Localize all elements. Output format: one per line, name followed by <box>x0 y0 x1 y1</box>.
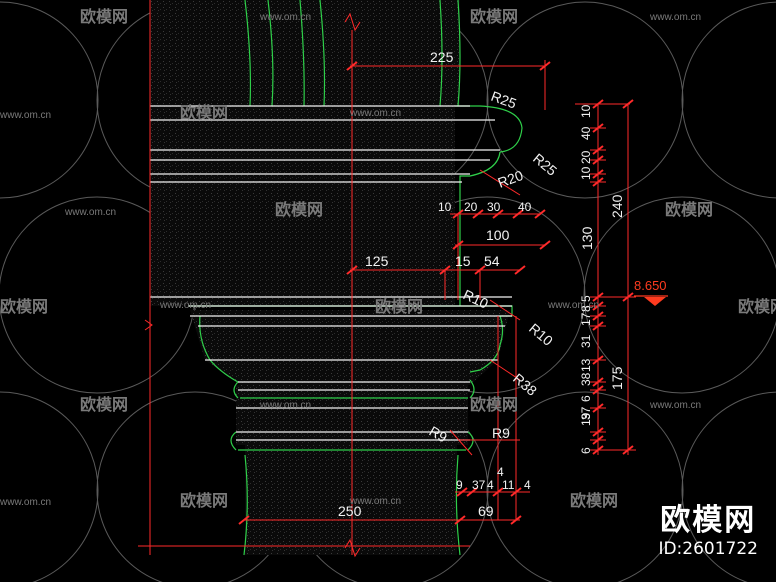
dim-v8: 8 <box>579 305 593 312</box>
dim-h15: 15 <box>455 253 471 269</box>
brand-stamp-id: ID:2601722 <box>658 539 758 559</box>
watermark-brand: 欧模网 <box>0 297 48 316</box>
watermark-brand: 欧模网 <box>80 7 128 26</box>
watermark-brand: 欧模网 <box>80 395 128 414</box>
dim-h40: 40 <box>518 200 532 214</box>
watermark-brand: 欧模网 <box>275 200 323 219</box>
watermark-logo: 欧模网 www.om.cn 欧模网 www.om.cn www.om.cn 欧模… <box>0 7 776 510</box>
break-marks <box>144 12 361 558</box>
dim-v40a: 40 <box>579 126 593 140</box>
watermark-brand: 欧模网 <box>180 103 228 122</box>
dim-v37: 37 <box>579 406 593 420</box>
watermark-brand: 欧模网 <box>470 395 518 414</box>
watermark-site: www.om.cn <box>259 400 311 411</box>
watermark-site: www.om.cn <box>349 108 401 119</box>
watermark-site: www.om.cn <box>649 12 701 23</box>
watermarks: 欧模网 www.om.cn 欧模网 www.om.cn www.om.cn 欧模… <box>0 7 776 510</box>
dim-v13: 13 <box>579 358 593 372</box>
dim-v38: 38 <box>579 372 593 386</box>
dim-v10a: 10 <box>579 104 593 118</box>
dim-r9-right: R9 <box>492 425 510 441</box>
dim-v175: 175 <box>609 366 625 390</box>
dim-v17: 17 <box>579 312 593 326</box>
watermark-brand: 欧模网 <box>180 491 228 510</box>
brand-stamp-title: 欧模网 <box>660 503 757 538</box>
watermark-brand: 欧模网 <box>665 200 713 219</box>
dim-r9-left: R9 <box>427 423 451 446</box>
dim-v31: 31 <box>579 334 593 348</box>
dim-v20a: 20 <box>579 150 593 164</box>
dim-b4a: 4 <box>487 478 494 492</box>
dim-v130: 130 <box>579 226 595 250</box>
dim-r10-top: R10 <box>461 286 491 311</box>
dim-v6b: 6 <box>579 447 593 454</box>
watermark-site: www.om.cn <box>0 110 51 121</box>
elevation-marker: 8.650 <box>634 278 668 306</box>
dim-b4b: 4 <box>497 465 504 479</box>
watermark-site: www.om.cn <box>159 300 211 311</box>
dim-b4c: 4 <box>524 478 531 492</box>
dim-b37: 37 <box>472 478 486 492</box>
dim-v5: 5 <box>579 295 593 302</box>
brand-stamp: 欧模网 ID:2601722 <box>658 504 758 560</box>
dim-h100: 100 <box>486 227 510 243</box>
watermark-site: www.om.cn <box>259 12 311 23</box>
watermark-brand: 欧模网 <box>470 7 518 26</box>
moulding-lines <box>150 105 512 441</box>
dim-r10-lower: R10 <box>526 320 556 349</box>
watermark-site: www.om.cn <box>0 497 51 508</box>
dim-h54: 54 <box>484 253 500 269</box>
dim-v10b: 10 <box>579 166 593 180</box>
dim-h125: 125 <box>365 253 389 269</box>
column-body <box>150 0 510 555</box>
watermark-site: www.om.cn <box>649 400 701 411</box>
elevation-value: 8.650 <box>634 278 667 293</box>
dim-r25-lower: R25 <box>530 150 560 179</box>
dim-250: 250 <box>338 503 362 519</box>
dim-b11: 11 <box>502 478 515 492</box>
dim-v6a: 6 <box>579 395 593 402</box>
dim-225: 225 <box>430 49 454 65</box>
dim-v19: 19 <box>579 412 593 426</box>
dim-r25-top: R25 <box>489 88 519 112</box>
dim-h30: 30 <box>487 200 501 214</box>
dim-h20: 20 <box>464 200 478 214</box>
column-outline <box>188 0 523 556</box>
watermark-site: www.om.cn <box>547 300 599 311</box>
elevation-triangle-icon <box>644 297 666 306</box>
dim-r20: R20 <box>496 167 526 191</box>
watermark-brand: 欧模网 <box>375 297 423 316</box>
watermark-site: www.om.cn <box>64 207 116 218</box>
dim-h10: 10 <box>438 200 452 214</box>
watermark-site: www.om.cn <box>349 496 401 507</box>
dim-b9: 9 <box>456 478 463 492</box>
dimension-ticks <box>238 61 634 525</box>
dim-v240: 240 <box>609 194 625 218</box>
dim-69: 69 <box>478 503 494 519</box>
watermark-brand: 欧模网 <box>570 491 618 510</box>
watermark-brand: 欧模网 <box>738 297 776 316</box>
